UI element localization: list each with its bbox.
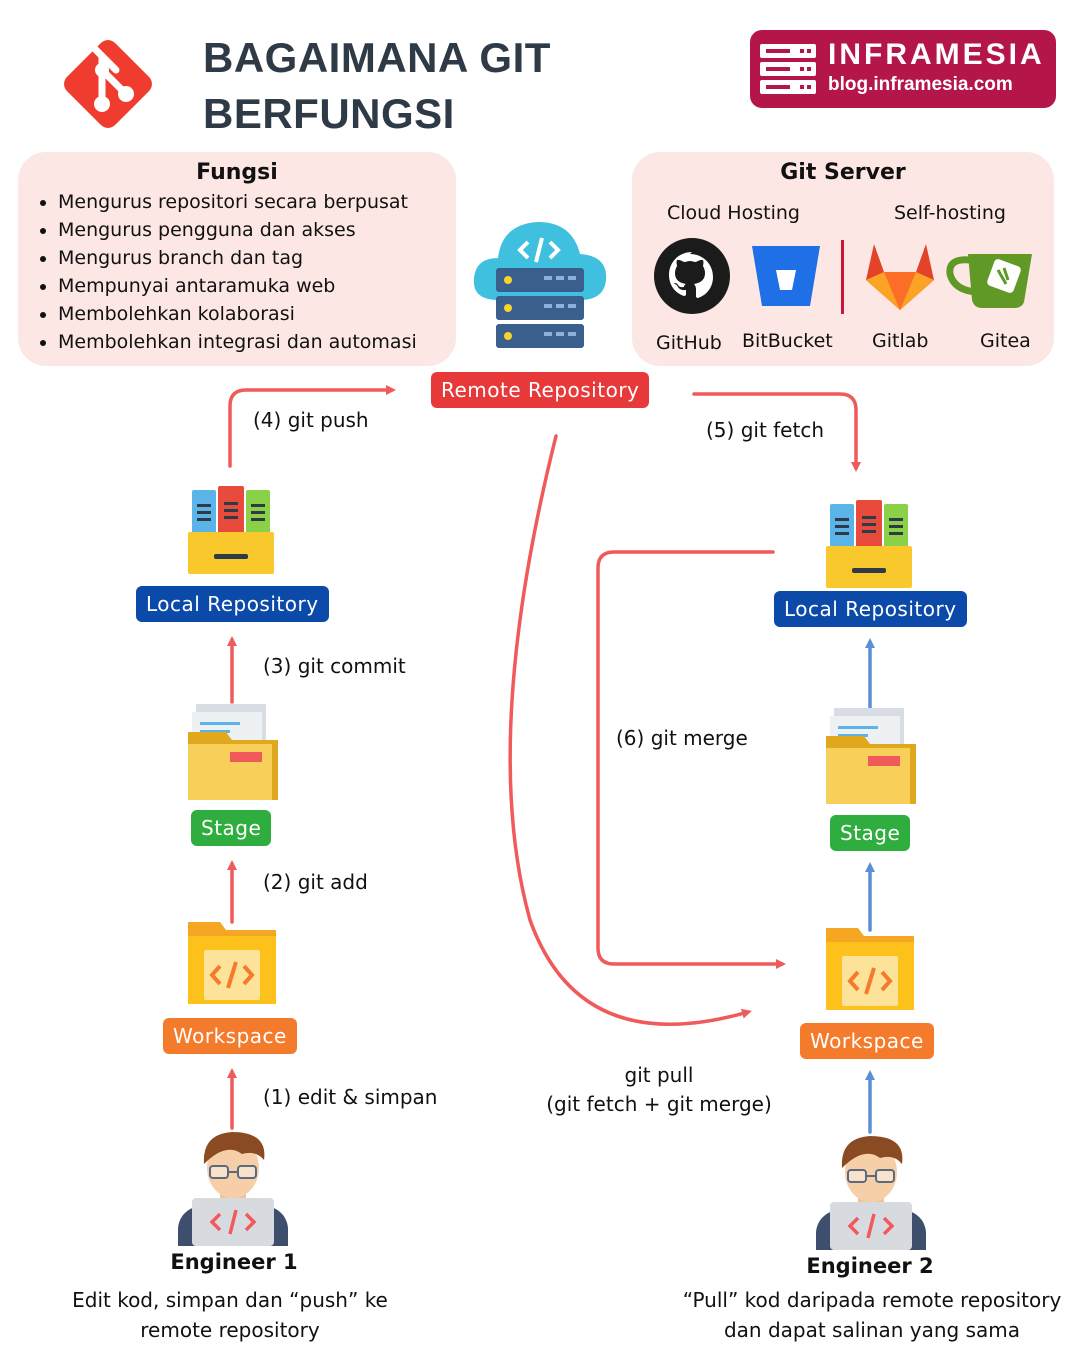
host-name-gitea: Gitea [980,330,1031,352]
list-item: Mengurus repositori secara berpusat [58,188,417,216]
stage-folder-icon [188,704,278,800]
title-line-2: BERFUNGSI [203,90,455,137]
local-repository-label-2: Local Repository [774,591,967,627]
list-item: Mempunyai antaramuka web [58,272,417,300]
local-repository-label-1: Local Repository [136,586,329,622]
server-rack-icon [760,44,816,94]
page-title: BAGAIMANA GIT BERFUNGSI [203,30,551,142]
host-name-gitlab: Gitlab [872,330,929,352]
step-git-fetch: (5) git fetch [706,418,824,442]
workspace-folder-icon [826,928,914,1010]
step-edit-save: (1) edit & simpan [263,1085,438,1109]
fungsi-list: Mengurus repositori secara berpusat Meng… [36,188,417,356]
list-item: Mengurus branch dan tag [58,244,417,272]
stage-folder-icon [826,708,916,804]
local-repository-icon [188,486,274,574]
engineer-1-name: Engineer 1 [170,1250,298,1274]
stage-label-2: Stage [830,815,911,851]
stage-label-1: Stage [191,810,272,846]
host-name-github: GitHub [656,332,722,354]
git-pull-label: git pull [624,1063,694,1087]
engineer-avatar-icon [178,1132,288,1246]
fungsi-panel: Fungsi Mengurus repositori secara berpus… [18,152,456,366]
workspace-label-1: Workspace [163,1018,297,1054]
gitlab-icon [866,244,934,310]
engineer-2-desc-2: dan dapat salinan yang sama [723,1318,1021,1342]
git-pull-detail: (git fetch + git merge) [546,1092,772,1116]
cloud-server-icon [473,222,607,348]
list-item: Mengurus pengguna dan akses [58,216,417,244]
title-line-1: BAGAIMANA GIT [203,34,551,81]
remote-repository-label: Remote Repository [431,372,650,408]
workspace-label-2: Workspace [800,1023,934,1059]
local-repository-icon [826,500,912,588]
step-git-push: (4) git push [253,408,369,432]
engineer-avatar-icon [816,1136,926,1250]
step-git-merge: (6) git merge [616,726,748,750]
git-server-panel: Git Server Cloud Hosting Self-hosting Gi… [632,152,1054,366]
self-hosting-label: Self-hosting [894,202,1006,224]
git-logo-icon [64,40,152,128]
step-git-commit: (3) git commit [263,654,406,678]
brand-badge: INFRAMESIA blog.inframesia.com [750,30,1056,108]
step-git-add: (2) git add [263,870,368,894]
brand-name: INFRAMESIA [828,38,1045,71]
github-icon [654,238,730,314]
host-name-bitbucket: BitBucket [742,330,833,352]
fungsi-heading: Fungsi [196,160,278,185]
list-item: Membolehkan kolaborasi [58,300,417,328]
engineer-1-desc-1: Edit kod, simpan dan “push” ke [72,1288,388,1312]
git-server-heading: Git Server [780,160,906,185]
bitbucket-icon [752,246,820,306]
list-item: Membolehkan integrasi dan automasi [58,328,417,356]
hosting-divider [841,240,844,314]
cloud-hosting-label: Cloud Hosting [667,202,800,224]
brand-url: blog.inframesia.com [828,74,1013,95]
engineer-2-desc-1: “Pull” kod daripada remote repository [682,1288,1062,1312]
gitea-icon [946,254,1032,308]
engineer-2-name: Engineer 2 [806,1254,934,1278]
engineer-1-desc-2: remote repository [140,1318,320,1342]
workspace-folder-icon [188,922,276,1004]
